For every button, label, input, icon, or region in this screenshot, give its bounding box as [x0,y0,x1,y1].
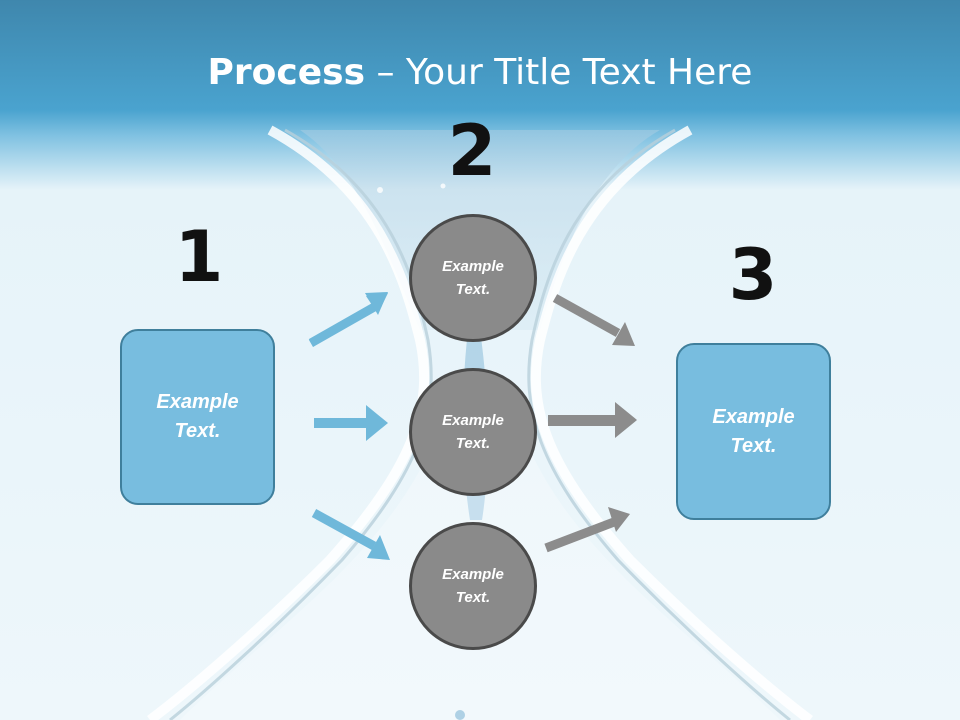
circle-bottom-text: Example Text. [442,566,504,606]
step-number-1: 1 [174,216,224,298]
step-number-2: 2 [447,110,497,192]
arrow-gray-right [548,402,637,438]
arrow-gray-down [552,294,635,346]
arrow-gray-up [544,507,630,553]
title-rest: – Your Title Text Here [365,52,753,93]
circle-step-top: Example Text. [409,214,537,342]
arrow-blue-right [314,405,388,441]
arrow-blue-down [311,509,390,560]
left-box-text: Example Text. [156,391,239,442]
title-bold: Process [207,52,366,93]
right-box-text: Example Text. [712,405,795,457]
left-process-box: Example Text. [120,329,275,505]
step-number-3: 3 [728,234,778,316]
circle-middle-text: Example Text. [442,412,504,452]
right-process-box: Example Text. [676,343,831,520]
arrow-blue-up [308,292,388,347]
page-title: Process – Your Title Text Here [0,52,960,93]
circle-top-text: Example Text. [442,258,504,298]
circle-step-bottom: Example Text. [409,522,537,650]
circle-step-middle: Example Text. [409,368,537,496]
